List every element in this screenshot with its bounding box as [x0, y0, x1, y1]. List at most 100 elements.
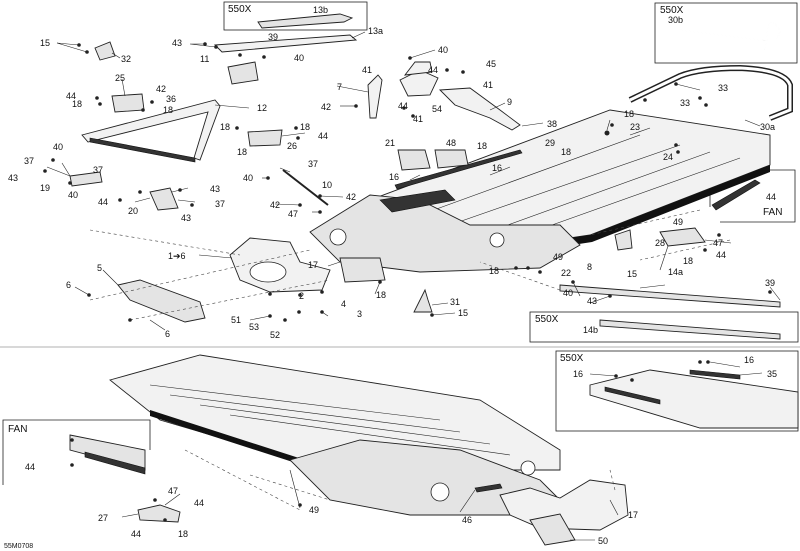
inset-fan-bottom: FAN 44 [2, 419, 151, 485]
callout-37-b: 37 [93, 165, 103, 175]
callout-18-b: 18 [163, 105, 173, 115]
callout-15: 15 [40, 38, 50, 48]
callout-17-b: 17 [628, 510, 638, 520]
callout-40-c: 40 [68, 190, 78, 200]
callout-43-f: 43 [587, 296, 597, 306]
callout-14b: 14b [583, 325, 598, 335]
callout-17: 17 [308, 260, 318, 270]
callout-10: 10 [322, 180, 332, 190]
inset-550x-top-title: 550X [228, 4, 252, 15]
callout-50: 50 [598, 536, 608, 546]
callout-23: 23 [630, 122, 640, 132]
callout-41: 41 [362, 65, 372, 75]
callout-27: 27 [98, 513, 108, 523]
callout-18-k: 18 [376, 290, 386, 300]
callout-44-d: 44 [318, 131, 328, 141]
callout-45: 45 [486, 59, 496, 69]
callout-18-g: 18 [237, 147, 247, 157]
callout-26: 26 [287, 141, 297, 151]
upper-chassis [309, 109, 771, 273]
callout-38: 38 [547, 119, 557, 129]
callout-9: 9 [507, 97, 512, 107]
callout-2: 2 [299, 291, 304, 301]
front-suspension-mount [117, 237, 433, 323]
callout-47-b: 47 [713, 238, 723, 248]
callout-44-fan-top: 44 [766, 192, 776, 202]
callout-35: 35 [767, 369, 777, 379]
callout-13a: 13a [368, 26, 383, 36]
callout-15-b: 15 [627, 269, 637, 279]
callout-30b: 30b [668, 15, 683, 25]
callout-47-c: 47 [168, 486, 178, 496]
callout-53: 53 [249, 322, 259, 332]
callout-28: 28 [655, 238, 665, 248]
callout-54: 54 [432, 104, 442, 114]
callout-11: 11 [200, 54, 209, 64]
callout-29: 29 [545, 138, 555, 148]
dashed-leaders-lower [184, 449, 616, 511]
callout-14a: 14a [668, 267, 683, 277]
bar-14a [559, 227, 781, 308]
callout-4: 4 [341, 299, 346, 309]
front-brackets [69, 34, 358, 211]
callout-39: 39 [268, 32, 278, 42]
callout-7: 7 [337, 82, 342, 92]
callout-43: 43 [172, 38, 182, 48]
callout-44-c: 44 [66, 91, 76, 101]
callout-18-f: 18 [220, 122, 230, 132]
callout-46: 46 [462, 515, 472, 525]
callout-6-b: 6 [165, 329, 170, 339]
callout-20: 20 [128, 206, 138, 216]
callout-51: 51 [231, 315, 241, 325]
callout-40-d: 40 [243, 173, 253, 183]
fastener-markers [43, 42, 772, 522]
callout-48: 48 [446, 138, 456, 148]
callout-44-f: 44 [194, 498, 204, 508]
dashed-leaders-upper [89, 209, 731, 321]
callout-42-c: 42 [346, 192, 356, 202]
callout-42-d: 42 [270, 200, 280, 210]
inset-550x-tunnel-title: 550X [560, 353, 584, 364]
callout-18-j: 18 [489, 266, 499, 276]
inset-550x-bar: 550X 14b [529, 311, 799, 343]
callout-32: 32 [121, 54, 131, 64]
steering-parts [367, 61, 521, 131]
rail-30a [628, 64, 793, 121]
callout-43-e: 43 [181, 213, 191, 223]
callout-1-to-6: 1➔6 [168, 251, 186, 261]
inset-fan-top-title: FAN [763, 207, 782, 218]
inset-fan-bottom-title: FAN [8, 424, 27, 435]
callout-43-c: 40 [53, 142, 63, 152]
inset-550x-bar-title: 550X [535, 314, 559, 325]
callout-18-d: 18 [561, 147, 571, 157]
callout-22: 22 [561, 268, 571, 278]
callout-40-f: 40 [563, 288, 573, 298]
callout-19: 19 [40, 183, 50, 193]
callout-40-b: 40 [294, 53, 304, 63]
callout-44-b: 44 [398, 101, 408, 111]
inset-550x-tunnel: 550X 16 16 35 34 [555, 350, 799, 432]
callout-5: 5 [97, 263, 102, 273]
callout-40: 40 [438, 45, 448, 55]
callout-6: 6 [66, 280, 71, 290]
inset-550x-top: 550X 13b [223, 1, 368, 31]
callout-18-c: 18 [624, 109, 634, 119]
lower-chassis [109, 354, 629, 546]
callout-44-g: 44 [131, 529, 141, 539]
callout-18-i: 18 [683, 256, 693, 266]
figure-code: 55M0708 [4, 543, 33, 550]
callout-16-b: 16 [573, 369, 583, 379]
callout-3: 3 [357, 309, 362, 319]
callout-18-l: 18 [178, 529, 188, 539]
callout-30a: 30a [760, 122, 775, 132]
callout-43-d: 43 [210, 184, 220, 194]
callout-37: 37 [24, 156, 34, 166]
callout-47: 47 [288, 209, 298, 219]
callout-49-c: 49 [309, 505, 319, 515]
inset-550x-rail-title: 550X [660, 5, 684, 16]
callout-52: 52 [270, 330, 280, 340]
callout-40-e: 44 [98, 197, 108, 207]
callout-25: 25 [115, 73, 125, 83]
callout-33: 33 [718, 83, 728, 93]
callout-44-fan-bottom: 44 [25, 462, 35, 472]
